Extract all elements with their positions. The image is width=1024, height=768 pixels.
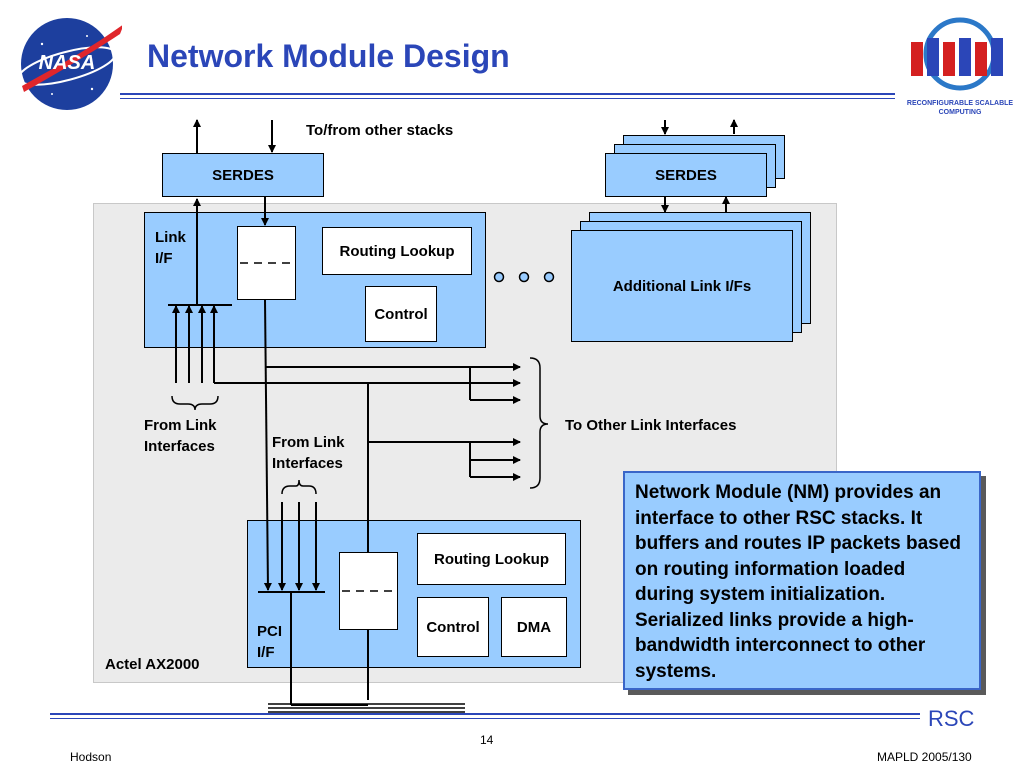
control-top: Control xyxy=(365,286,437,342)
rsc-logo: RECONFIGURABLE SCALABLE COMPUTING xyxy=(905,14,1015,119)
serdes-left: SERDES xyxy=(162,153,324,197)
from-link-left-2: Interfaces xyxy=(144,438,215,455)
nasa-logo: NASA xyxy=(12,14,124,114)
serdes-right: SERDES xyxy=(605,153,767,197)
title-rule-top xyxy=(120,93,895,95)
rsc-logo-caption-2: COMPUTING xyxy=(938,109,982,116)
pci-if-label-2: I/F xyxy=(257,644,275,661)
nm-description-text: Network Module (NM) provides an interfac… xyxy=(635,482,961,682)
footer-author: Hodson xyxy=(70,750,112,764)
footer-conference: MAPLD 2005/130 xyxy=(877,750,972,764)
link-if-buffer xyxy=(237,226,296,300)
title-rule-bottom xyxy=(120,98,895,99)
routing-lookup-bottom: Routing Lookup xyxy=(417,533,566,585)
dma-block: DMA xyxy=(501,597,567,657)
to-other-links-label: To Other Link Interfaces xyxy=(565,417,737,434)
additional-link-ifs-label: Additional Link I/Fs xyxy=(612,277,752,295)
additional-link-ifs: Additional Link I/Fs xyxy=(571,230,793,342)
page-number: 14 xyxy=(480,733,494,747)
nasa-meatball-icon xyxy=(17,18,124,110)
fpga-label: Actel AX2000 xyxy=(105,656,200,673)
routing-lookup-top: Routing Lookup xyxy=(322,227,472,275)
dma-label: DMA xyxy=(516,618,552,636)
rsc-footer-mark: RSC xyxy=(928,706,975,731)
link-if-label-2: I/F xyxy=(155,250,173,267)
slide-title: Network Module Design xyxy=(147,38,510,74)
footer-rule-top xyxy=(50,713,920,715)
footer-rule-bottom xyxy=(50,718,920,719)
pci-if-buffer xyxy=(339,552,398,630)
from-link-mid-2: Interfaces xyxy=(272,455,343,472)
routing-lookup-bottom-label: Routing Lookup xyxy=(434,550,549,568)
control-bottom-label: Control xyxy=(426,618,480,636)
control-bottom: Control xyxy=(417,597,489,657)
serdes-left-label: SERDES xyxy=(212,166,274,184)
nasa-logo-text: NASA xyxy=(38,52,96,74)
control-top-label: Control xyxy=(374,305,428,323)
serdes-right-label: SERDES xyxy=(655,166,717,184)
link-if-label-1: Link xyxy=(155,229,186,246)
nm-description-box: Network Module (NM) provides an interfac… xyxy=(623,471,981,690)
to-from-stacks-label: To/from other stacks xyxy=(306,122,454,139)
routing-lookup-top-label: Routing Lookup xyxy=(339,242,455,260)
rsc-logo-icon xyxy=(911,17,1003,91)
from-link-mid-1: From Link xyxy=(272,434,345,451)
pci-if-label-1: PCI xyxy=(257,623,283,640)
rsc-logo-caption-1: RECONFIGURABLE SCALABLE xyxy=(906,100,1014,107)
from-link-left-1: From Link xyxy=(144,417,217,434)
